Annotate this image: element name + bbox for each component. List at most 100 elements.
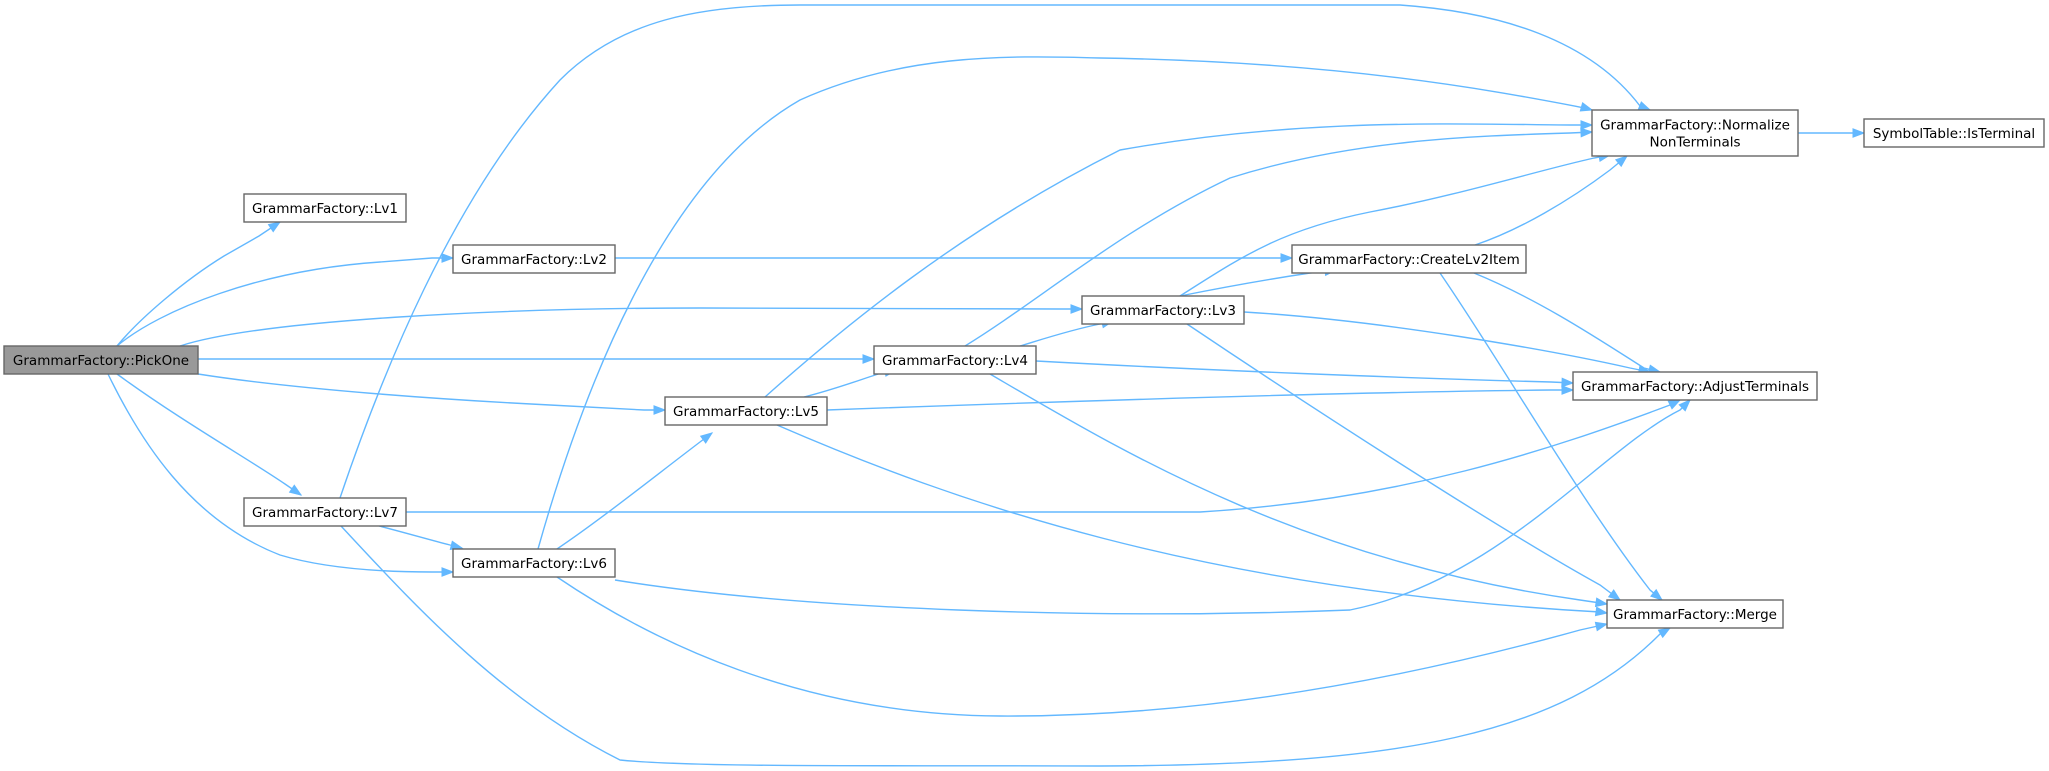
node-lv5[interactable]: GrammarFactory::Lv5: [664, 396, 828, 426]
edge-arrowhead: [1637, 101, 1652, 111]
edge-lv6-to-normalize: [537, 56, 1594, 550]
edge-arrowhead: [1667, 399, 1682, 410]
edge-arrowhead: [1070, 304, 1084, 314]
edge-line: [405, 399, 1681, 513]
node-box: [664, 396, 828, 426]
node-lv7[interactable]: GrammarFactory::Lv7: [243, 497, 407, 527]
edge-line: [1179, 154, 1611, 297]
edge-arrowhead: [1678, 399, 1691, 412]
edge-line: [1186, 323, 1621, 601]
edge-lv4-to-adjust: [1035, 360, 1575, 388]
edge-arrowhead: [1614, 155, 1629, 168]
edge-pickone-to-lv3: [179, 304, 1084, 347]
edge-line: [764, 123, 1592, 398]
edge-lv5-to-normalize: [764, 120, 1594, 398]
edge-lv3-to-merge: [1186, 323, 1622, 601]
edge-lv6-to-lv5: [556, 432, 714, 550]
node-label: GrammarFactory::Normalize: [1600, 118, 1790, 134]
node-box: [1572, 371, 1818, 401]
node-label: SymbolTable::IsTerminal: [1873, 126, 2035, 142]
edge-arrowhead: [653, 405, 667, 415]
edge-arrowhead: [699, 432, 714, 444]
node-label: GrammarFactory::Lv7: [252, 505, 398, 521]
edge-arrowhead: [1650, 588, 1664, 601]
edge-lv3-to-adjust: [1243, 311, 1652, 375]
node-box: [1606, 599, 1784, 629]
edge-line: [1474, 155, 1628, 246]
node-label: GrammarFactory::Lv5: [673, 404, 819, 420]
edge-line: [1179, 269, 1337, 297]
node-box: [243, 193, 407, 223]
node-box: [3, 345, 199, 375]
edge-arrowhead: [288, 484, 303, 496]
node-isterminal[interactable]: SymbolTable::IsTerminal: [1863, 118, 2045, 148]
edge-line: [340, 525, 1671, 767]
edge-normalize-to-isterminal: [1798, 128, 1866, 138]
edge-lv5-to-merge: [776, 424, 1609, 617]
edge-line: [1035, 360, 1574, 384]
edge-arrowhead: [862, 354, 876, 364]
edge-line: [1019, 320, 1114, 347]
node-box: [1291, 244, 1527, 274]
edge-arrowhead: [1561, 385, 1575, 395]
edge-arrowhead: [1594, 606, 1609, 617]
edge-createlv2item-to-merge: [1439, 272, 1664, 601]
edge-arrowhead: [1280, 253, 1294, 263]
edge-pickone-to-lv4: [198, 354, 876, 364]
edge-lv4-to-merge: [989, 373, 1609, 608]
edge-arrowhead: [267, 221, 282, 233]
edges-layer: [107, 4, 1866, 767]
edge-arrowhead: [1607, 589, 1622, 601]
edge-arrowhead: [1594, 621, 1609, 632]
edge-pickone-to-lv7: [116, 373, 303, 496]
node-label: GrammarFactory::Lv2: [461, 252, 607, 268]
node-box: [243, 497, 407, 527]
node-lv6[interactable]: GrammarFactory::Lv6: [452, 548, 616, 578]
node-pickone[interactable]: GrammarFactory::PickOne: [3, 345, 199, 375]
node-lv3[interactable]: GrammarFactory::Lv3: [1081, 295, 1245, 325]
edge-lv7-to-adjust: [405, 399, 1682, 513]
node-lv2[interactable]: GrammarFactory::Lv2: [452, 244, 616, 274]
node-box: [873, 345, 1037, 375]
edge-lv6-to-adjust: [614, 399, 1691, 615]
edge-line: [116, 257, 453, 347]
node-label: GrammarFactory::Lv1: [252, 201, 398, 217]
node-merge[interactable]: GrammarFactory::Merge: [1606, 599, 1784, 629]
edge-arrowhead: [1579, 102, 1594, 112]
edge-line: [537, 56, 1593, 550]
edge-line: [1473, 272, 1661, 373]
node-lv4[interactable]: GrammarFactory::Lv4: [873, 345, 1037, 375]
edge-line: [826, 389, 1573, 411]
node-box: [1863, 118, 2045, 148]
node-createlv2item[interactable]: GrammarFactory::CreateLv2Item: [1291, 244, 1527, 274]
node-label: GrammarFactory::Lv4: [882, 353, 1028, 369]
edge-arrowhead: [1594, 597, 1609, 608]
edge-line: [964, 131, 1593, 347]
edge-line: [989, 373, 1608, 605]
node-box: [1591, 109, 1799, 157]
edge-arrowhead: [1580, 127, 1594, 138]
edge-line: [197, 373, 665, 411]
edge-lv5-to-adjust: [826, 385, 1575, 411]
edge-pickone-to-lv2: [116, 253, 455, 347]
node-label: GrammarFactory::Merge: [1613, 607, 1777, 623]
node-box: [1081, 295, 1245, 325]
edge-pickone-to-lv1: [116, 221, 282, 347]
edge-line: [107, 373, 453, 573]
node-lv1[interactable]: GrammarFactory::Lv1: [243, 193, 407, 223]
edge-lv2-to-createlv2item: [615, 253, 1294, 263]
edge-lv7-to-normalize: [339, 4, 1652, 499]
edge-pickone-to-lv6: [107, 373, 455, 577]
edge-lv3-to-normalize: [1179, 152, 1612, 297]
edge-line: [614, 399, 1691, 615]
edge-arrowhead: [1852, 128, 1866, 138]
node-adjust[interactable]: GrammarFactory::AdjustTerminals: [1572, 371, 1818, 401]
edge-line: [339, 4, 1651, 499]
edge-line: [116, 221, 281, 347]
node-label: GrammarFactory::Lv3: [1090, 303, 1236, 319]
edge-lv7-to-merge: [340, 525, 1672, 767]
edge-lv6-to-merge: [556, 576, 1609, 717]
edge-line: [556, 432, 713, 550]
